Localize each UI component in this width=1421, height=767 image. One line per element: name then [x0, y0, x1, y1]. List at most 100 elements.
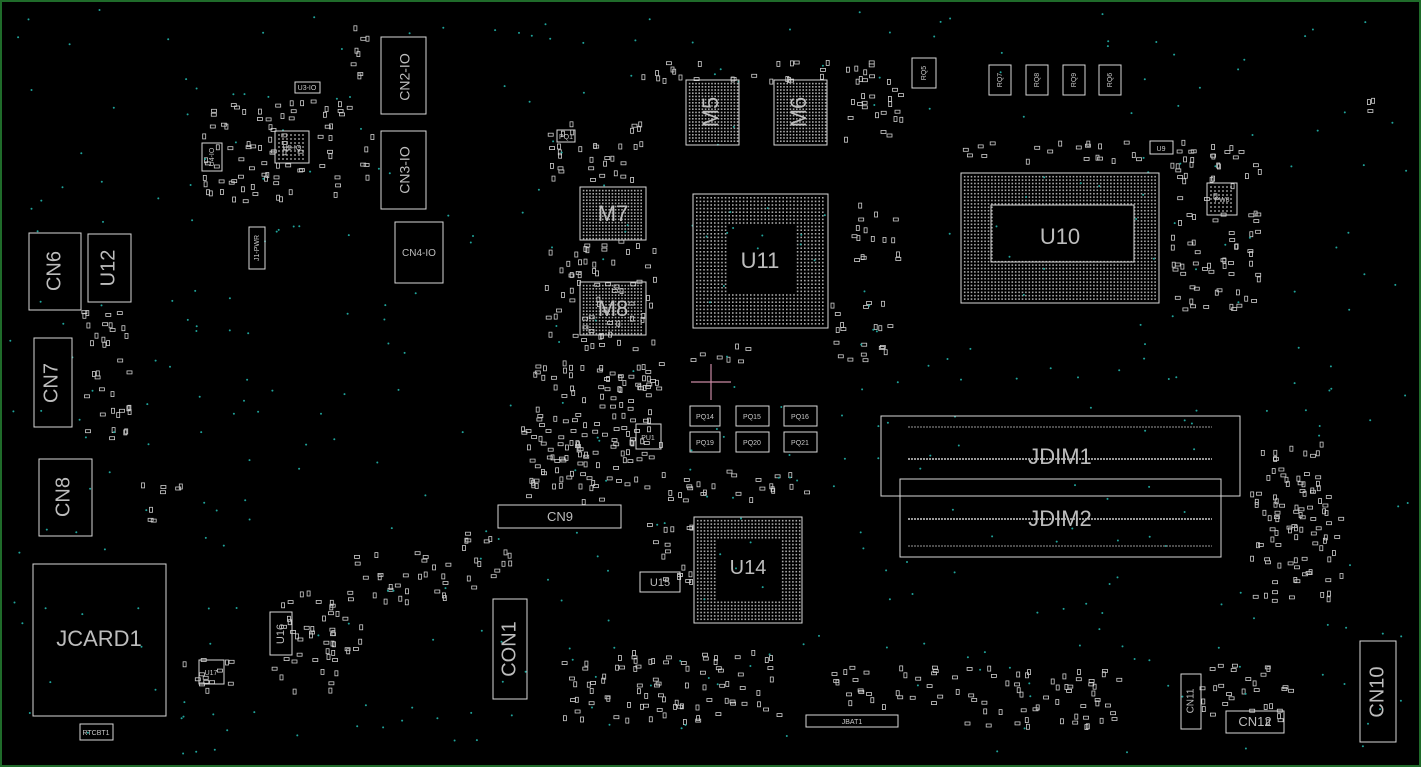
cn7-label: CN7 — [40, 363, 62, 403]
transistor-rq9[interactable]: RQ9 — [1062, 64, 1086, 96]
pw8-label: PW8 — [1214, 197, 1229, 204]
bga-ball-grid — [696, 197, 824, 325]
pq1-label: PQ1 — [559, 134, 573, 141]
bga-ball-grid — [696, 519, 801, 621]
connector-cn9[interactable]: CN9 — [497, 504, 622, 529]
u12-label: U12 — [97, 250, 119, 287]
m7-label: M7 — [598, 201, 629, 226]
cn4-io-label: CN4-IO — [402, 248, 436, 259]
mosfet-pq20[interactable]: PQ20 — [735, 431, 770, 453]
connector-cn7[interactable]: CN7 — [33, 337, 73, 428]
u9-label: U9 — [1157, 146, 1166, 153]
dimm-slot-jdim2[interactable]: JDIM2 — [899, 478, 1222, 558]
transistor-rq5[interactable]: RQ5 — [911, 57, 937, 89]
pq16-label: PQ16 — [791, 414, 809, 421]
connector-con1[interactable]: CON1 — [492, 598, 528, 700]
u15-label: U15 — [650, 577, 670, 589]
cn2-io-label: CN2-IO — [397, 53, 413, 101]
mosfet-pq21[interactable]: PQ21 — [783, 431, 818, 453]
pu1-label: PU1 — [641, 435, 655, 442]
bga-ball-layer — [278, 82, 1232, 621]
pq21-label: PQ21 — [791, 440, 809, 447]
pq14-label: PQ14 — [696, 414, 714, 421]
dimm-slot-jdim1[interactable]: JDIM1 — [880, 415, 1241, 497]
jdim1-label: JDIM1 — [1028, 444, 1092, 469]
connector-cn6[interactable]: CN6 — [28, 232, 82, 311]
pq15-label: PQ15 — [743, 414, 761, 421]
u3-io-label: U3-IO — [298, 85, 317, 92]
pq19-label: PQ19 — [696, 440, 714, 447]
mosfet-pq14[interactable]: PQ14 — [689, 405, 721, 427]
connector-cn11[interactable]: CN11 — [1180, 673, 1202, 730]
con1-label: CON1 — [498, 621, 520, 677]
m6-label: M6 — [786, 97, 811, 128]
mosfet-pq16[interactable]: PQ16 — [783, 405, 818, 427]
connector-cn12[interactable]: CN12 — [1225, 710, 1285, 734]
connector-jbat1[interactable]: JBAT1 — [805, 714, 899, 728]
connector-jcard1[interactable]: JCARD1 — [32, 563, 167, 717]
smd-pads — [81, 25, 1375, 730]
mosfet-pq15[interactable]: PQ15 — [735, 405, 770, 427]
battery-rtcbt1[interactable]: RTCBT1 — [79, 723, 114, 741]
mosfet-pq19[interactable]: PQ19 — [689, 431, 721, 453]
transistor-rq7[interactable]: RQ7 — [988, 64, 1012, 96]
cn9-label: CN9 — [547, 509, 573, 524]
jcard1-label: JCARD1 — [56, 626, 142, 651]
bga-ball-grid — [688, 82, 739, 142]
rtcbt1-label: RTCBT1 — [82, 730, 109, 737]
memory-m6[interactable]: M6 — [773, 79, 828, 146]
connector-j1-pwr[interactable]: J1-PWR — [248, 226, 266, 270]
rq8-label: RQ8 — [1034, 73, 1041, 88]
chip-u4-io[interactable]: U4-IO — [201, 142, 223, 172]
j1-pwr-label: J1-PWR — [254, 235, 261, 261]
rq9-label: RQ9 — [1071, 73, 1078, 88]
crosshair-marker — [691, 364, 731, 400]
connector-cn3-io[interactable]: CN3-IO — [380, 130, 427, 210]
u5-io-label: U5-IO — [283, 145, 302, 152]
u10-label: U10 — [1040, 224, 1080, 249]
cn8-label: CN8 — [52, 477, 74, 517]
rq5-label: RQ5 — [921, 66, 928, 81]
chip-pu1[interactable]: PU1 — [635, 423, 662, 450]
bga-ball-grid — [776, 82, 827, 142]
chip-u17[interactable]: U17 — [198, 659, 225, 685]
memory-m7[interactable]: M7 — [579, 186, 647, 241]
chip-u16[interactable]: U16 — [269, 611, 293, 656]
u17-label: U17 — [205, 670, 218, 677]
transistor-rq8[interactable]: RQ8 — [1025, 64, 1049, 96]
bga-ball-grid — [1210, 186, 1232, 212]
m8-label: M8 — [598, 296, 629, 321]
chip-u15[interactable]: U15 — [639, 571, 681, 593]
memory-m8[interactable]: M8 — [579, 281, 647, 336]
chip-u3-io[interactable]: U3-IO — [294, 81, 321, 94]
chip-pw8[interactable]: PW8 — [1206, 182, 1238, 216]
via-layer — [9, 9, 1409, 755]
cn3-io-label: CN3-IO — [397, 146, 413, 194]
connector-cn4-io[interactable]: CN4-IO — [394, 221, 444, 284]
u16-label: U16 — [275, 624, 287, 644]
mosfet-pq1[interactable]: PQ1 — [556, 129, 576, 143]
memory-m5[interactable]: M5 — [685, 79, 740, 146]
bga-ball-grid — [963, 175, 1156, 300]
chip-u14[interactable]: U14 — [693, 516, 803, 624]
pq20-label: PQ20 — [743, 440, 761, 447]
jdim2-label: JDIM2 — [1028, 506, 1092, 531]
chip-u9[interactable]: U9 — [1149, 140, 1174, 155]
rq7-label: RQ7 — [997, 73, 1004, 88]
chip-u12[interactable]: U12 — [87, 233, 132, 303]
u14-label: U14 — [730, 557, 767, 579]
connector-cn10[interactable]: CN10 — [1359, 640, 1397, 743]
bga-ball-grid — [582, 189, 642, 240]
jbat1-label: JBAT1 — [842, 719, 863, 726]
chip-u10[interactable]: U10 — [960, 172, 1160, 304]
rq6-label: RQ6 — [1107, 73, 1114, 88]
chip-u5-io[interactable]: U5-IO — [274, 130, 310, 164]
chip-u11[interactable]: U11 — [692, 193, 829, 329]
connector-cn2-io[interactable]: CN2-IO — [380, 36, 427, 115]
transistor-rq6[interactable]: RQ6 — [1098, 64, 1122, 96]
cn10-label: CN10 — [1366, 666, 1388, 717]
connector-cn8[interactable]: CN8 — [38, 458, 93, 537]
cn11-label: CN11 — [1186, 688, 1197, 713]
